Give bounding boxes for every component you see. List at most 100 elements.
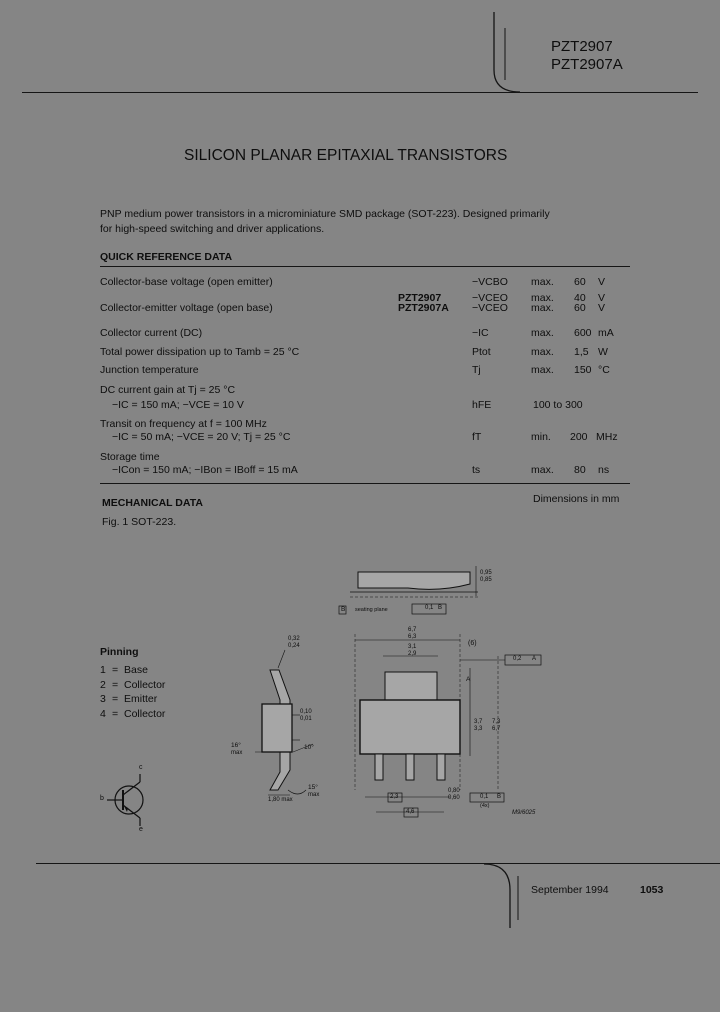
angle-16-max-label: max xyxy=(231,750,243,756)
quick-reference-val: 40 xyxy=(574,292,586,304)
dim-side-top-2: 0,85 xyxy=(480,577,492,583)
quick-reference-val: 600 xyxy=(574,327,592,339)
figure-caption: Fig. 1 SOT-223. xyxy=(102,516,177,528)
description-line-2: for high-speed switching and driver appl… xyxy=(100,223,325,235)
quick-reference-sym: Ptot xyxy=(472,346,491,358)
quick-reference-param: DC current gain at Tj = 25 °C xyxy=(100,384,236,396)
angle-16-label: 16° xyxy=(231,742,241,749)
tol-a-label: 0,1 xyxy=(425,605,434,611)
quick-reference-cond: max. xyxy=(531,276,554,288)
quick-reference-type: PZT2907A xyxy=(398,302,449,314)
quick-reference-val: 200 xyxy=(570,431,588,443)
quick-reference-sym: −VCEO xyxy=(472,302,508,314)
seating-plane-label: seating plane xyxy=(355,607,388,613)
header-rule xyxy=(22,92,698,94)
quick-reference-rule-top xyxy=(100,266,630,267)
dim-h1-1: 3,7 xyxy=(474,719,483,725)
quick-reference-val: 60 xyxy=(574,276,586,288)
quick-reference-val: 80 xyxy=(574,464,586,476)
angle-15-max-label: max xyxy=(308,792,320,798)
pin-number: 4 xyxy=(100,707,106,720)
pin-equals: = xyxy=(112,707,119,720)
dim-w2-1: 3,1 xyxy=(408,644,417,650)
transistor-pin-b-label: b xyxy=(100,795,104,802)
quick-reference-unit: MHz xyxy=(596,431,618,443)
part-number-1: PZT2907 xyxy=(551,38,613,55)
pin-equals: = xyxy=(112,678,119,691)
quick-reference-param: Collector-base voltage (open emitter) xyxy=(100,276,273,288)
tol-c-ref-label: A xyxy=(532,656,537,662)
quick-reference-param: Transit on frequency at f = 100 MHz xyxy=(100,418,267,430)
page-title: SILICON PLANAR EPITAXIAL TRANSISTORS xyxy=(184,147,508,164)
pin-w-2: 0,60 xyxy=(448,795,460,801)
quick-reference-unit: mA xyxy=(598,327,614,339)
ref-4x-label: (4x) xyxy=(480,803,490,809)
mechanical-heading: MECHANICAL DATA xyxy=(102,497,203,509)
pinning-heading: Pinning xyxy=(100,646,139,658)
pin-number: 3 xyxy=(100,693,106,705)
pin-number: 1 xyxy=(100,664,106,676)
quick-reference-rule-bottom xyxy=(100,483,630,484)
quick-reference-param: Collector current (DC) xyxy=(100,327,203,339)
quick-reference-cond: max. xyxy=(531,464,554,476)
quick-reference-unit: ns xyxy=(598,464,610,476)
dim-w1-2: 6,3 xyxy=(408,634,417,640)
quick-reference-sym: −IC xyxy=(472,327,489,339)
dim-w2-2: 2,9 xyxy=(408,651,417,657)
quick-reference-unit: V xyxy=(598,276,606,288)
quick-reference-row: Storage time xyxy=(0,451,720,467)
pin-name: Collector xyxy=(124,707,166,720)
dim-ha-label: A xyxy=(466,676,471,683)
description-line-1: PNP medium power transistors in a microm… xyxy=(100,208,550,220)
quick-reference-row: −IC = 50 mA; −VCE = 20 V; Tj = 25 °C fT mi… xyxy=(0,431,720,447)
pin-name: Collector xyxy=(124,678,166,691)
quick-reference-cond: min. xyxy=(531,431,551,443)
dim-w1-1: 6,7 xyxy=(408,627,417,633)
footer-date: September 1994 xyxy=(531,884,609,896)
quick-reference-unit: °C xyxy=(598,364,610,376)
quick-reference-param: −ICon = 150 mA; −IBon = IBoff = 15 mA xyxy=(112,464,298,476)
quick-reference-sym: Tj xyxy=(472,364,481,376)
dim-side-top-1: 0,95 xyxy=(480,570,492,576)
quick-reference-sym: ts xyxy=(472,464,481,476)
quick-reference-sym: −VCEO xyxy=(472,292,508,304)
pin-name: Emitter xyxy=(124,693,158,705)
quick-reference-cond: max. xyxy=(531,302,554,314)
quick-reference-cond: 100 to 300 xyxy=(533,399,583,411)
part-number-2: PZT2907A xyxy=(551,56,623,73)
quick-reference-row: Collector-emitter voltage (open base)PZT… xyxy=(0,302,720,318)
quick-reference-row: Total power dissipation up to Tamb = 25 … xyxy=(0,346,720,362)
transistor-pin-c-label: c xyxy=(139,764,143,771)
angle-10-label: 10° xyxy=(304,744,314,751)
quick-reference-row: Collector-base voltage (open emitter) −VC… xyxy=(0,276,720,292)
quick-reference-unit: V xyxy=(598,292,606,304)
footer-page-number: 1053 xyxy=(640,884,664,896)
dimensions-note: Dimensions in mm xyxy=(533,493,620,505)
quick-reference-sym: fT xyxy=(472,431,482,443)
pin-equals: = xyxy=(112,664,119,676)
tol-d-ref-label: B xyxy=(497,794,502,800)
lead-dim-b-1: 0,10 xyxy=(300,709,312,715)
quick-reference-param: −IC = 150 mA; −VCE = 10 V xyxy=(112,399,244,411)
lead-dim-b-2: 0,01 xyxy=(300,716,312,722)
quick-reference-param: −IC = 50 mA; −VCE = 20 V; Tj = 25 °C xyxy=(112,431,291,443)
quick-reference-val: 60 xyxy=(574,302,586,314)
header-corner-mark xyxy=(493,12,521,93)
quick-reference-row: −ICon = 150 mA; −IBon = IBoff = 15 mA ts m… xyxy=(0,464,720,480)
drawing-code-label: M9/6025 xyxy=(512,810,536,816)
ref-6-label: (6) xyxy=(468,640,477,647)
dim-h2-2: 6,7 xyxy=(492,726,501,732)
pin-name: Base xyxy=(124,664,148,676)
quick-reference-heading: QUICK REFERENCE DATA xyxy=(100,251,233,263)
quick-reference-param: Junction temperature xyxy=(100,364,199,376)
quick-reference-row: DC current gain at Tj = 25 °C xyxy=(0,384,720,400)
quick-reference-cond: max. xyxy=(531,292,554,304)
dim-h2-1: 7,3 xyxy=(492,719,501,725)
quick-reference-cond: max. xyxy=(531,327,554,339)
quick-reference-param: Storage time xyxy=(100,451,160,463)
pitch-label: 1,80 max xyxy=(268,797,293,803)
quick-reference-sym: −VCBO xyxy=(472,276,508,288)
